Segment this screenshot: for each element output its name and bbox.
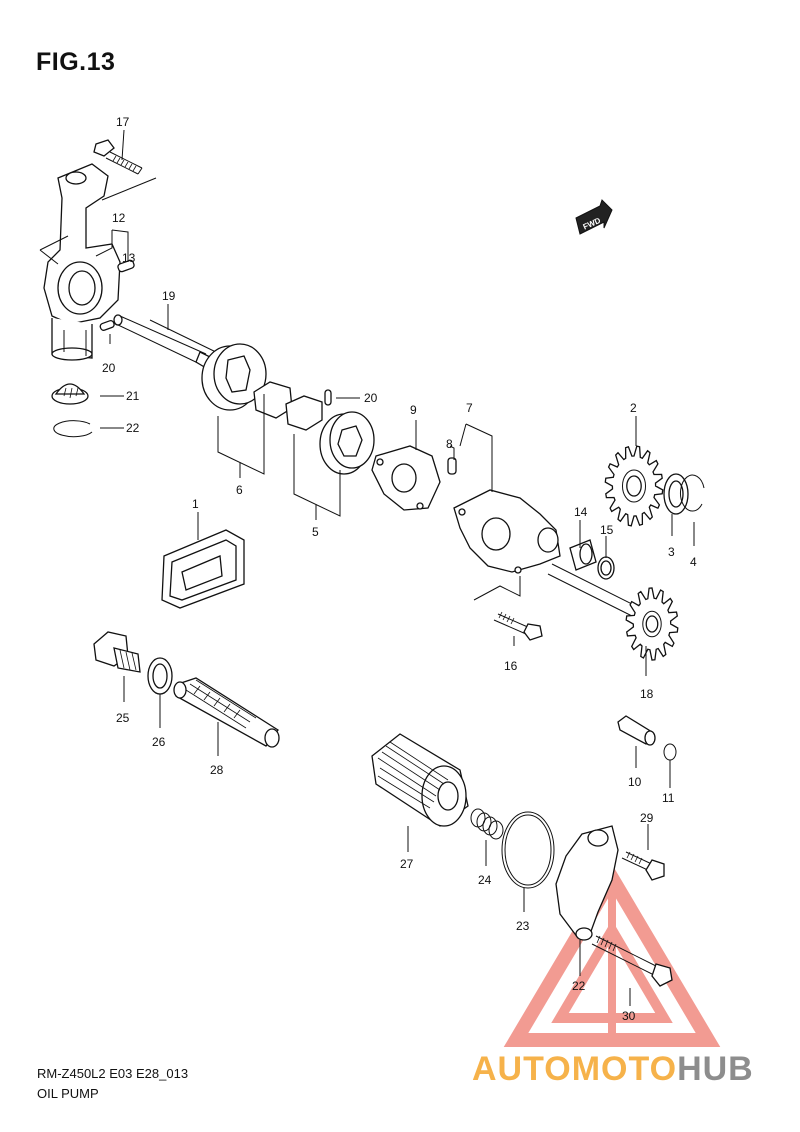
circlip-22 xyxy=(53,420,93,438)
callout-8: 8 xyxy=(446,437,453,451)
callout-9: 9 xyxy=(410,403,417,417)
pump-plate-9 xyxy=(371,445,441,511)
spring-25 xyxy=(470,808,504,840)
watermark-text: AUTOMOTOHUB xyxy=(472,1050,754,1089)
gasket-1 xyxy=(161,529,245,609)
callout-22: 22 xyxy=(126,421,140,435)
callout-7: 7 xyxy=(466,401,473,415)
bolt-17 xyxy=(93,139,143,175)
pump-shaft xyxy=(547,563,637,617)
figure-title: FIG.13 xyxy=(36,48,116,76)
fwd-arrow-icon: FWD xyxy=(575,199,613,235)
callout-29: 28 xyxy=(210,763,224,777)
callout-28: 27 xyxy=(400,857,414,871)
callout-1: 1 xyxy=(192,497,199,511)
pin-8 xyxy=(447,457,457,475)
inner-rotor-5 xyxy=(253,381,375,475)
callout-17: 17 xyxy=(116,115,130,129)
bolt-16 xyxy=(493,611,543,641)
strainer-29 xyxy=(173,677,280,748)
watermark-triangle-logo xyxy=(503,864,721,1047)
model-code: RM-Z450L2 E03 E28_013 xyxy=(37,1066,189,1081)
callout-15: 15 xyxy=(600,523,614,537)
drain-plug-26 xyxy=(93,631,141,673)
callout-11: 11 xyxy=(662,791,675,805)
callout-14: 14 xyxy=(574,505,588,519)
washer-15 xyxy=(597,556,615,580)
callout-labels: 17 12 13 19 20 21 22 20 6 5 9 7 8 2 1 14… xyxy=(102,115,697,1023)
watermark-text-a: AUTOMOTO xyxy=(472,1050,678,1088)
pin-13 xyxy=(117,259,135,273)
cap-21 xyxy=(51,383,89,405)
o-ring-11 xyxy=(663,743,677,761)
dowel-pin-20a xyxy=(99,319,115,331)
callout-24: 23 xyxy=(516,919,530,933)
callout-25: 24 xyxy=(478,873,492,887)
pump-body-7 xyxy=(453,489,561,574)
filter-cover-23 xyxy=(555,825,619,941)
shaft-19 xyxy=(113,314,221,369)
callout-20a: 20 xyxy=(102,361,116,375)
dowel-pin-20b xyxy=(324,389,332,406)
leader-lines xyxy=(95,129,695,1006)
section-name: OIL PUMP xyxy=(37,1086,99,1101)
callout-4: 4 xyxy=(690,555,697,569)
o-ring-24 xyxy=(501,811,555,889)
callout-13: 13 xyxy=(122,251,136,265)
bolt-31 xyxy=(591,935,673,987)
bolt-30 xyxy=(621,851,665,881)
callout-19: 19 xyxy=(162,289,176,303)
callout-31: 30 xyxy=(622,1009,636,1023)
oil-pump-housing-12 xyxy=(39,163,157,361)
spacer-14 xyxy=(569,539,597,571)
watermark-text-b: HUB xyxy=(677,1050,754,1088)
callout-26: 25 xyxy=(116,711,130,725)
callout-10: 10 xyxy=(628,775,642,789)
circlip-4 xyxy=(679,474,705,512)
callout-18: 18 xyxy=(640,687,654,701)
callout-30: 29 xyxy=(640,811,654,825)
callout-12: 12 xyxy=(112,211,126,225)
callout-5: 5 xyxy=(312,525,319,539)
relief-valve-10 xyxy=(617,715,656,746)
oil-filter-28 xyxy=(371,733,469,827)
callout-27: 26 xyxy=(152,735,166,749)
callout-21: 21 xyxy=(126,389,140,403)
callout-20b: 20 xyxy=(364,391,378,405)
callout-23: 22 xyxy=(572,979,586,993)
gear-18 xyxy=(625,587,679,661)
callout-16: 16 xyxy=(504,659,518,673)
gear-2 xyxy=(604,445,664,527)
callout-3: 3 xyxy=(668,545,675,559)
washer-27 xyxy=(147,657,173,695)
callout-6: 6 xyxy=(236,483,243,497)
callout-2: 2 xyxy=(630,401,637,415)
outer-rotor-6 xyxy=(201,343,267,411)
